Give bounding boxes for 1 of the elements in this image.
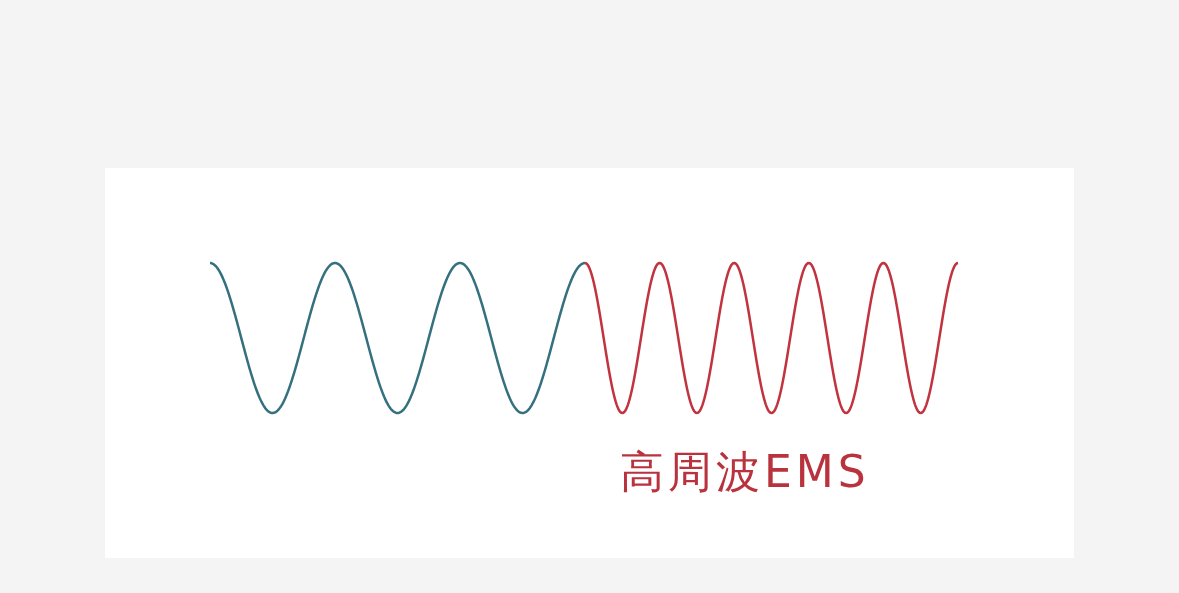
wave-label: 高周波EMS	[620, 446, 870, 499]
